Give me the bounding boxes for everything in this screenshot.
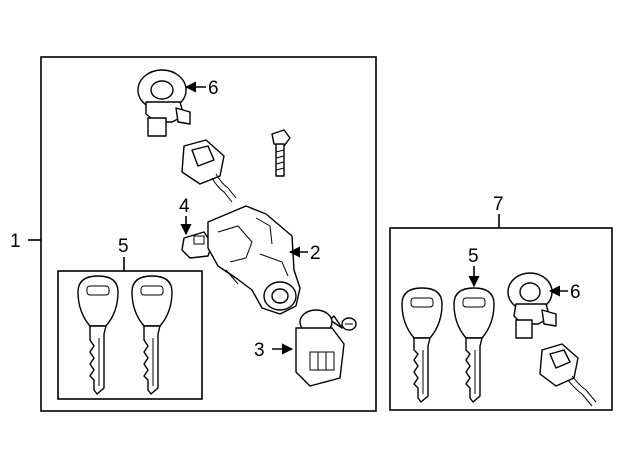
key-left-1 (77, 275, 119, 395)
key-set-frame (57, 257, 203, 400)
callout-1: 1 (10, 231, 21, 252)
switch-part-4 (181, 231, 213, 259)
main-assembly-frame (28, 56, 377, 412)
key-left-2 (131, 275, 173, 395)
screw (329, 315, 357, 331)
callout-5-right: 5 (468, 246, 479, 267)
kit-key-1 (401, 287, 443, 403)
callout-3: 3 (254, 340, 265, 361)
kit-key-2 (453, 287, 495, 403)
callout-6-top: 6 (208, 78, 219, 99)
callout-6-right: 6 (570, 282, 581, 303)
bolt (271, 129, 291, 177)
lock-housing-part-2 (207, 205, 301, 315)
kit-transponder-ring (507, 272, 557, 339)
callout-5-left: 5 (118, 236, 129, 257)
transponder-ring-top (137, 69, 191, 137)
callout-2: 2 (310, 243, 321, 264)
ignition-switch-part-3 (295, 309, 345, 387)
callout-4: 4 (179, 196, 190, 217)
kit-connector (539, 343, 597, 407)
harness-connector (181, 139, 237, 203)
kit-frame (389, 214, 613, 411)
callout-7: 7 (493, 194, 504, 215)
